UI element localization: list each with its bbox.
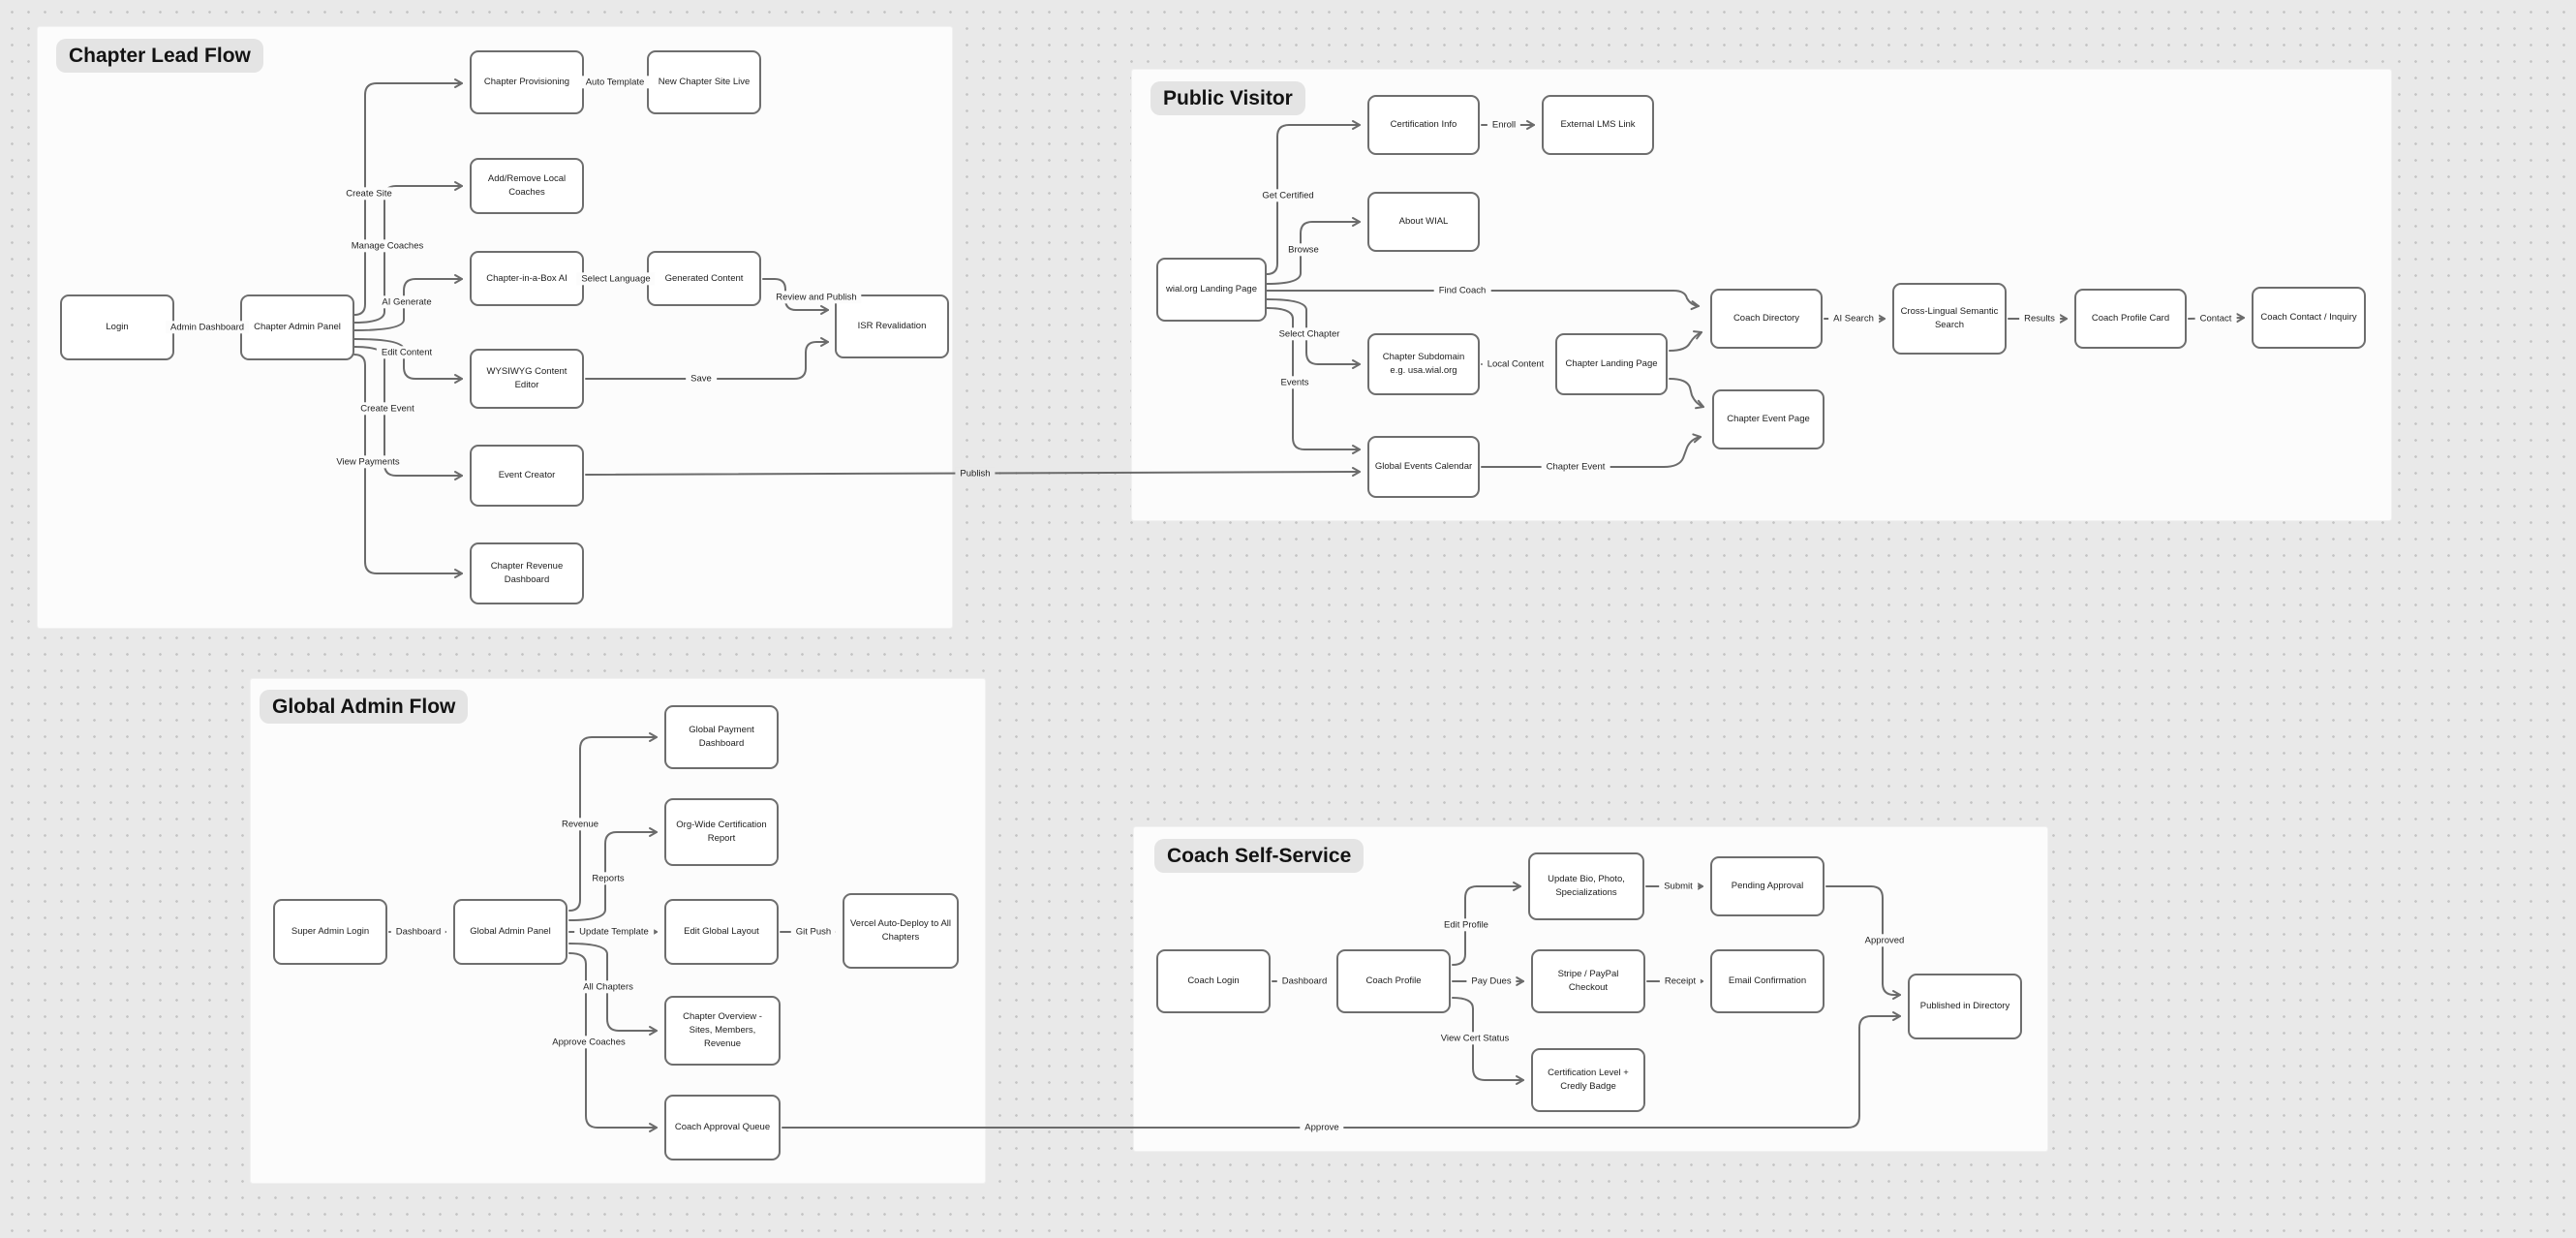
edge-label-get-certified[interactable]: Get Certified <box>1257 189 1319 202</box>
node-certification-info[interactable]: Certification Info <box>1367 95 1480 155</box>
edge-label-publish[interactable]: Publish <box>955 467 996 480</box>
node-generated-content[interactable]: Generated Content <box>647 251 761 306</box>
node-wial-org-landing-page[interactable]: wial.org Landing Page <box>1156 258 1267 322</box>
node-chapter-landing-page[interactable]: Chapter Landing Page <box>1555 333 1668 395</box>
node-chapter-subdomain[interactable]: Chapter Subdomain e.g. usa.wial.org <box>1367 333 1480 395</box>
edge-label-events[interactable]: Events <box>1275 376 1314 389</box>
edge-label-enroll[interactable]: Enroll <box>1487 118 1521 132</box>
edge-label-dashboard[interactable]: Dashboard <box>390 925 446 939</box>
node-external-lms-link[interactable]: External LMS Link <box>1542 95 1654 155</box>
node-login[interactable]: Login <box>60 294 174 360</box>
node-chapter-revenue-dashboard[interactable]: Chapter Revenue Dashboard <box>470 542 584 604</box>
edge-label-browse[interactable]: Browse <box>1283 243 1324 257</box>
edge-label-coach-dashboard[interactable]: Dashboard <box>1276 975 1333 988</box>
edge-label-approved[interactable]: Approved <box>1859 934 1910 947</box>
edge-label-ai-search[interactable]: AI Search <box>1828 312 1879 325</box>
edge-label-contact[interactable]: Contact <box>2194 312 2237 325</box>
node-chapter-admin-panel[interactable]: Chapter Admin Panel <box>240 294 354 360</box>
frame-title-public-visitor[interactable]: Public Visitor <box>1150 81 1305 116</box>
edge-label-approve-coaches[interactable]: Approve Coaches <box>547 1036 630 1049</box>
edge-label-ai-generate[interactable]: AI Generate <box>377 295 437 309</box>
edge-label-receipt[interactable]: Receipt <box>1659 975 1702 988</box>
node-cross-lingual-semantic-search[interactable]: Cross-Lingual Semantic Search <box>1892 283 2007 355</box>
node-coach-approval-queue[interactable]: Coach Approval Queue <box>664 1095 781 1161</box>
edge-label-edit-profile[interactable]: Edit Profile <box>1439 918 1493 932</box>
frame-title-chapter-lead-flow[interactable]: Chapter Lead Flow <box>56 39 263 74</box>
node-coach-contact-inquiry[interactable]: Coach Contact / Inquiry <box>2252 287 2366 349</box>
node-chapter-provisioning[interactable]: Chapter Provisioning <box>470 50 584 114</box>
node-update-bio[interactable]: Update Bio, Photo, Specializations <box>1528 852 1644 920</box>
edge-label-edit-content[interactable]: Edit Content <box>376 346 438 359</box>
edge-label-select-language[interactable]: Select Language <box>576 272 656 286</box>
node-super-admin-login[interactable]: Super Admin Login <box>273 899 387 965</box>
node-event-creator[interactable]: Event Creator <box>470 445 584 507</box>
node-wysiwyg-content-editor[interactable]: WYSIWYG Content Editor <box>470 349 584 409</box>
edge-label-save[interactable]: Save <box>686 372 717 386</box>
node-edit-global-layout[interactable]: Edit Global Layout <box>664 899 779 965</box>
node-stripe-paypal-checkout[interactable]: Stripe / PayPal Checkout <box>1531 949 1645 1013</box>
edge-label-auto-template[interactable]: Auto Template <box>580 76 650 89</box>
node-coach-profile[interactable]: Coach Profile <box>1336 949 1451 1013</box>
edge-label-pay-dues[interactable]: Pay Dues <box>1466 975 1517 988</box>
edge-label-submit[interactable]: Submit <box>1659 880 1698 893</box>
node-chapter-event-page[interactable]: Chapter Event Page <box>1712 389 1825 449</box>
node-email-confirmation[interactable]: Email Confirmation <box>1710 949 1825 1013</box>
frame-title-global-admin-flow[interactable]: Global Admin Flow <box>260 690 469 725</box>
edge-label-git-push[interactable]: Git Push <box>790 925 837 939</box>
edge-label-update-template[interactable]: Update Template <box>574 925 654 939</box>
node-global-payment-dashboard[interactable]: Global Payment Dashboard <box>664 705 779 769</box>
node-coach-profile-card[interactable]: Coach Profile Card <box>2074 289 2187 349</box>
edge-label-select-chapter[interactable]: Select Chapter <box>1273 327 1345 341</box>
node-vercel-auto-deploy[interactable]: Vercel Auto-Deploy to All Chapters <box>843 893 959 969</box>
node-add-remove-local-coaches[interactable]: Add/Remove Local Coaches <box>470 158 584 214</box>
edge-label-admin-dashboard[interactable]: Admin Dashboard <box>165 321 250 334</box>
edge-label-view-cert-status[interactable]: View Cert Status <box>1435 1032 1515 1045</box>
edge-label-reports[interactable]: Reports <box>587 872 629 885</box>
node-certification-level[interactable]: Certification Level + Credly Badge <box>1531 1048 1645 1112</box>
edge-label-all-chapters[interactable]: All Chapters <box>578 980 638 994</box>
node-coach-directory[interactable]: Coach Directory <box>1710 289 1823 349</box>
node-global-events-calendar[interactable]: Global Events Calendar <box>1367 436 1480 498</box>
edge-label-view-payments[interactable]: View Payments <box>331 455 405 469</box>
node-chapter-in-a-box-ai[interactable]: Chapter-in-a-Box AI <box>470 251 584 306</box>
edge-label-create-site[interactable]: Create Site <box>341 187 397 201</box>
node-isr-revalidation[interactable]: ISR Revalidation <box>835 294 949 358</box>
node-chapter-overview[interactable]: Chapter Overview - Sites, Members, Reven… <box>664 996 781 1066</box>
edge-label-local-content[interactable]: Local Content <box>1482 357 1549 371</box>
edge-label-create-event[interactable]: Create Event <box>355 402 419 416</box>
edge-label-review-and-publish[interactable]: Review and Publish <box>771 291 862 304</box>
node-coach-login[interactable]: Coach Login <box>1156 949 1271 1013</box>
node-new-chapter-site-live[interactable]: New Chapter Site Live <box>647 50 761 114</box>
node-global-admin-panel[interactable]: Global Admin Panel <box>453 899 567 965</box>
node-about-wial[interactable]: About WIAL <box>1367 192 1480 252</box>
edge-label-revenue[interactable]: Revenue <box>556 818 604 831</box>
edge-label-results[interactable]: Results <box>2019 312 2060 325</box>
node-published-in-directory[interactable]: Published in Directory <box>1908 974 2022 1039</box>
node-org-wide-certification-report[interactable]: Org-Wide Certification Report <box>664 798 779 866</box>
edge-label-chapter-event[interactable]: Chapter Event <box>1541 460 1610 474</box>
edge-label-approve[interactable]: Approve <box>1300 1121 1344 1134</box>
edge-label-manage-coaches[interactable]: Manage Coaches <box>346 239 429 253</box>
node-pending-approval[interactable]: Pending Approval <box>1710 856 1825 916</box>
frame-title-coach-self-service[interactable]: Coach Self-Service <box>1154 839 1365 874</box>
edge-label-find-coach[interactable]: Find Coach <box>1433 284 1491 297</box>
